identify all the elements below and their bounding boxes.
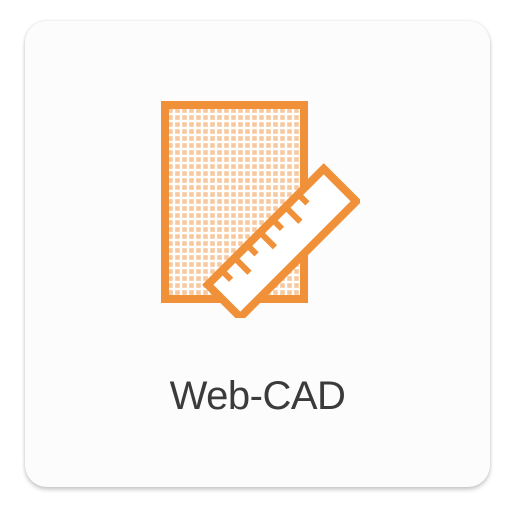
app-tile-label: Web-CAD <box>169 374 346 418</box>
cad-drawing-ruler-icon <box>161 101 360 318</box>
app-tile-web-cad[interactable]: Web-CAD <box>25 21 490 487</box>
